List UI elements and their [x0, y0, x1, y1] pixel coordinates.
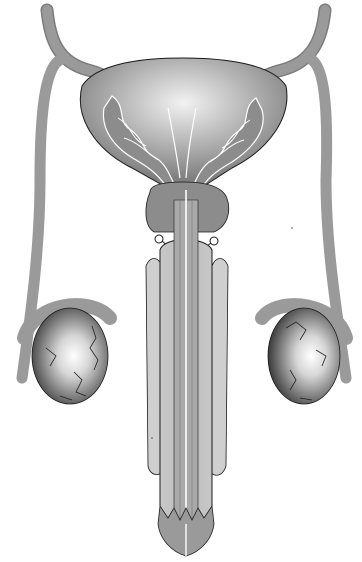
right-testis	[268, 308, 340, 404]
stray-mark	[151, 437, 153, 439]
left-testis	[32, 308, 108, 404]
stray-mark	[291, 227, 293, 229]
